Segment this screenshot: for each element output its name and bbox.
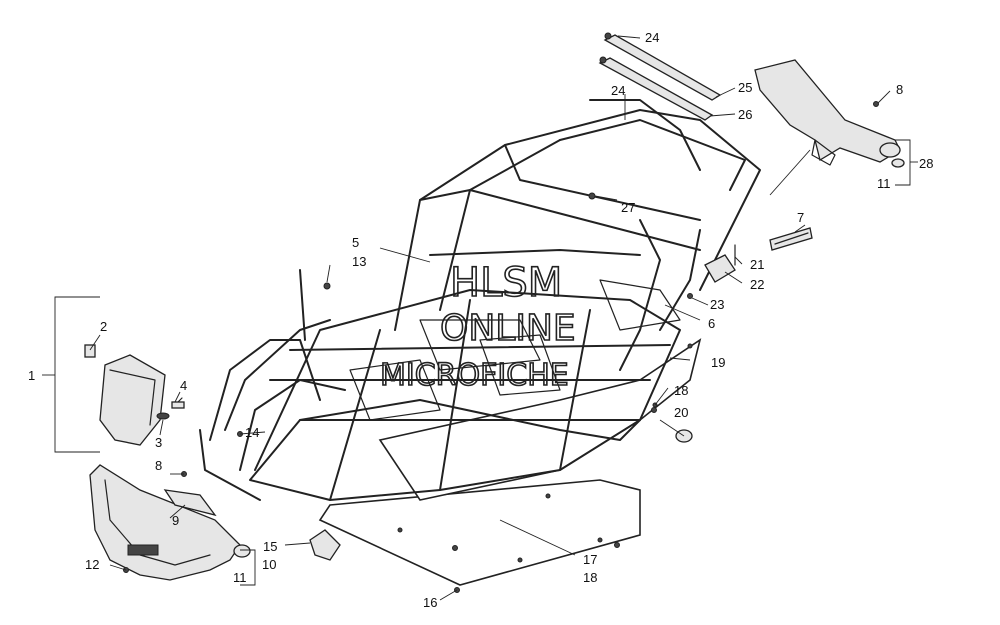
callout-7: 7 (797, 210, 804, 225)
callout-21: 21 (750, 257, 764, 272)
callout-3: 3 (155, 435, 162, 450)
callout-24a: 24 (645, 30, 659, 45)
callout-16: 16 (423, 595, 437, 610)
callout-18a: 18 (583, 570, 597, 585)
callout-5: 5 (352, 235, 359, 250)
callout-26: 26 (738, 107, 752, 122)
skid-plate (318, 479, 641, 586)
mount-bracket-part (704, 244, 736, 283)
callout-22: 22 (750, 277, 764, 292)
callout-11b: 11 (877, 176, 891, 191)
callout-28: 28 (919, 156, 933, 171)
bracket-part (163, 489, 217, 517)
callout-1: 1 (28, 368, 35, 383)
callout-24b: 24 (611, 83, 625, 98)
callout-6: 6 (708, 316, 715, 331)
callout-15: 15 (263, 539, 277, 554)
callout-27: 27 (621, 200, 635, 215)
callout-10: 10 (262, 557, 276, 572)
callout-8b: 8 (896, 82, 903, 97)
watermark: HLSM ONLINE MICROFICHE (379, 259, 576, 394)
callout-labels: 1 2 3 4 5 6 7 8 8 9 10 11 11 12 13 14 15… (28, 30, 933, 610)
callout-18b: 18 (674, 383, 688, 398)
callout-12: 12 (85, 557, 99, 572)
watermark-line1: HLSM (450, 260, 562, 306)
callout-9: 9 (172, 513, 179, 528)
callout-2: 2 (100, 319, 107, 334)
callout-25: 25 (738, 80, 752, 95)
callout-13: 13 (352, 254, 366, 269)
bracket-15-part (309, 529, 341, 561)
leader-lines (42, 35, 918, 601)
callout-17: 17 (583, 552, 597, 567)
watermark-line2: ONLINE (440, 308, 576, 349)
front-bumper-part (89, 464, 251, 581)
callout-19: 19 (711, 355, 725, 370)
rear-bumper-part (754, 59, 905, 168)
roof-rails-part (598, 32, 722, 121)
callout-8a: 8 (155, 458, 162, 473)
callout-4: 4 (180, 378, 187, 393)
bolt-washer-part (156, 397, 185, 420)
callout-14: 14 (245, 425, 259, 440)
callout-20: 20 (674, 405, 688, 420)
side-panel-part (84, 344, 166, 446)
chassis-frame (199, 99, 761, 501)
callout-11a: 11 (233, 570, 247, 585)
strip-part (769, 227, 813, 251)
watermark-line3: MICROFICHE (380, 358, 569, 393)
callout-23: 23 (710, 297, 724, 312)
